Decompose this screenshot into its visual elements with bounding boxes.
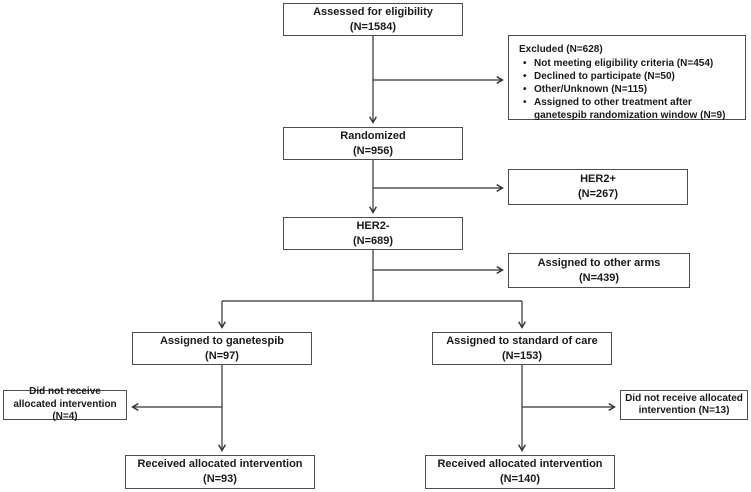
node-label: Assigned to ganetespib bbox=[159, 334, 285, 347]
node-label: Received allocated intervention bbox=[437, 458, 603, 471]
node-assessed-for-eligibility: Assessed for eligibility (N=1584) bbox=[283, 3, 463, 36]
node-count: (N=439) bbox=[578, 271, 620, 284]
node-received-left: Received allocated intervention (N=93) bbox=[125, 455, 315, 489]
node-not-received-left: Did not receive allocated intervention (… bbox=[3, 386, 127, 422]
node-count: (N=97) bbox=[205, 349, 239, 362]
node-her2-positive: HER2+ (N=267) bbox=[508, 169, 688, 205]
node-count: (N=4) bbox=[52, 411, 78, 423]
excluded-reason: Assigned to other treatment after ganete… bbox=[519, 96, 737, 122]
node-label: Assigned to other arms bbox=[537, 256, 661, 269]
node-label: Did not receive allocated intervention bbox=[13, 386, 117, 410]
node-not-received-right: Did not receive allocated intervention (… bbox=[620, 390, 748, 420]
node-text: Did not receive allocated intervention (… bbox=[8, 386, 122, 424]
node-excluded: Excluded (N=628) Not meeting eligibility… bbox=[508, 35, 746, 122]
excluded-reasons-list: Not meeting eligibility criteria (N=454)… bbox=[519, 57, 737, 122]
node-label: HER2- bbox=[356, 219, 390, 232]
node-count: (N=13) bbox=[698, 405, 730, 416]
node-count: (N=93) bbox=[203, 473, 237, 485]
node-label: Assessed for eligibility bbox=[313, 5, 433, 18]
node-count: (N=140) bbox=[499, 473, 541, 485]
node-other-arms: Assigned to other arms (N=439) bbox=[508, 253, 690, 288]
node-received-right: Received allocated intervention (N=140) bbox=[425, 455, 615, 489]
node-assigned-standard-of-care: Assigned to standard of care (N=153) bbox=[432, 332, 612, 365]
node-her2-negative: HER2- (N=689) bbox=[283, 217, 463, 250]
excluded-title: Excluded (N=628) bbox=[519, 44, 603, 55]
node-label: Randomized bbox=[340, 129, 406, 142]
node-count: (N=689) bbox=[352, 234, 394, 247]
node-label: Assigned to standard of care bbox=[446, 334, 598, 347]
node-randomized: Randomized (N=956) bbox=[283, 127, 463, 160]
node-label: HER2+ bbox=[580, 173, 616, 186]
node-count: (N=956) bbox=[352, 144, 394, 157]
node-label: Received allocated intervention bbox=[137, 458, 303, 471]
node-count: (N=153) bbox=[501, 349, 543, 362]
node-label: Did not receive allocated intervention bbox=[625, 392, 743, 417]
node-count: (N=1584) bbox=[349, 20, 397, 33]
node-assigned-ganetespib: Assigned to ganetespib (N=97) bbox=[132, 332, 312, 365]
excluded-reason: Other/Unknown (N=115) bbox=[519, 83, 737, 96]
excluded-reason: Declined to participate (N=50) bbox=[519, 70, 737, 83]
excluded-reason: Not meeting eligibility criteria (N=454) bbox=[519, 57, 737, 70]
node-text: Did not receive allocated intervention (… bbox=[625, 393, 743, 418]
node-count: (N=267) bbox=[577, 188, 619, 200]
